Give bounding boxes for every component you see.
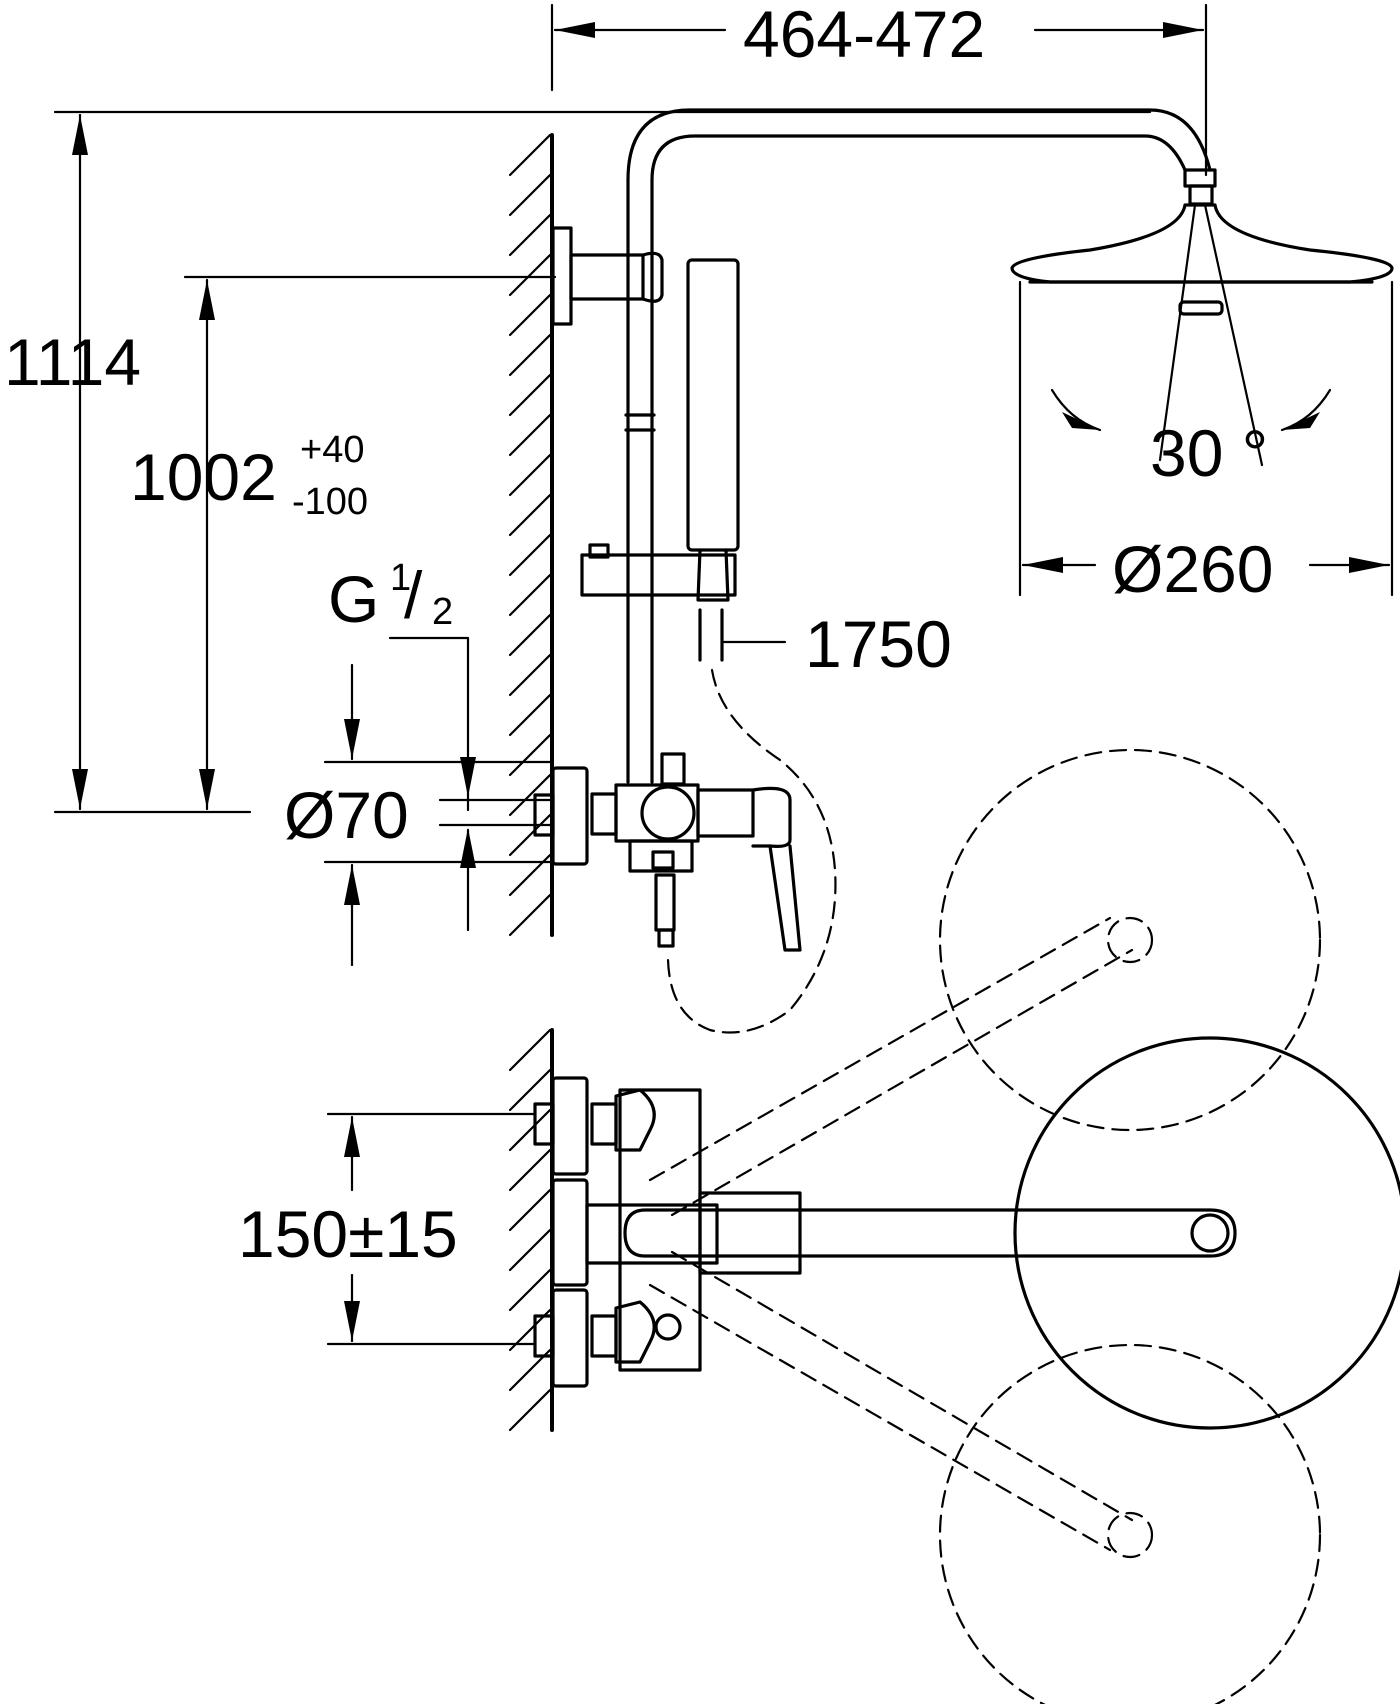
wall-top-view: [508, 1028, 554, 1432]
bar-height-label: 1002: [130, 440, 277, 514]
hand-shower: [580, 258, 740, 662]
total-height-label: 1114: [4, 325, 141, 399]
thread-size-slash: /: [404, 558, 423, 632]
wall-side-view: [508, 133, 554, 937]
arm-length-label: 464-472: [743, 0, 985, 71]
head-angle-label: 30 °: [1150, 416, 1268, 490]
hose-length-label: 1750: [805, 607, 952, 681]
thread-size-letter: G: [328, 562, 379, 636]
dimension-lines: [53, 3, 1394, 1346]
head-diameter-label: Ø260: [1112, 532, 1273, 606]
thread-size-numerator: 1: [390, 557, 411, 599]
dimension-arrows: [72, 22, 1389, 1341]
shower-riser: [551, 108, 1394, 784]
escutcheon-diameter-label: Ø70: [284, 778, 409, 852]
swing-range: [648, 748, 1322, 1704]
mixer-top-view: [533, 1036, 1400, 1430]
shower-hose: [666, 668, 837, 1034]
bar-height-tolerance-plus: +40: [300, 429, 364, 471]
thread-size-denominator: 2: [432, 591, 453, 633]
inlet-spacing-label: 150±15: [238, 1197, 458, 1271]
mixer-side-view: [533, 752, 802, 952]
bar-height-tolerance-minus: -100: [292, 481, 368, 523]
